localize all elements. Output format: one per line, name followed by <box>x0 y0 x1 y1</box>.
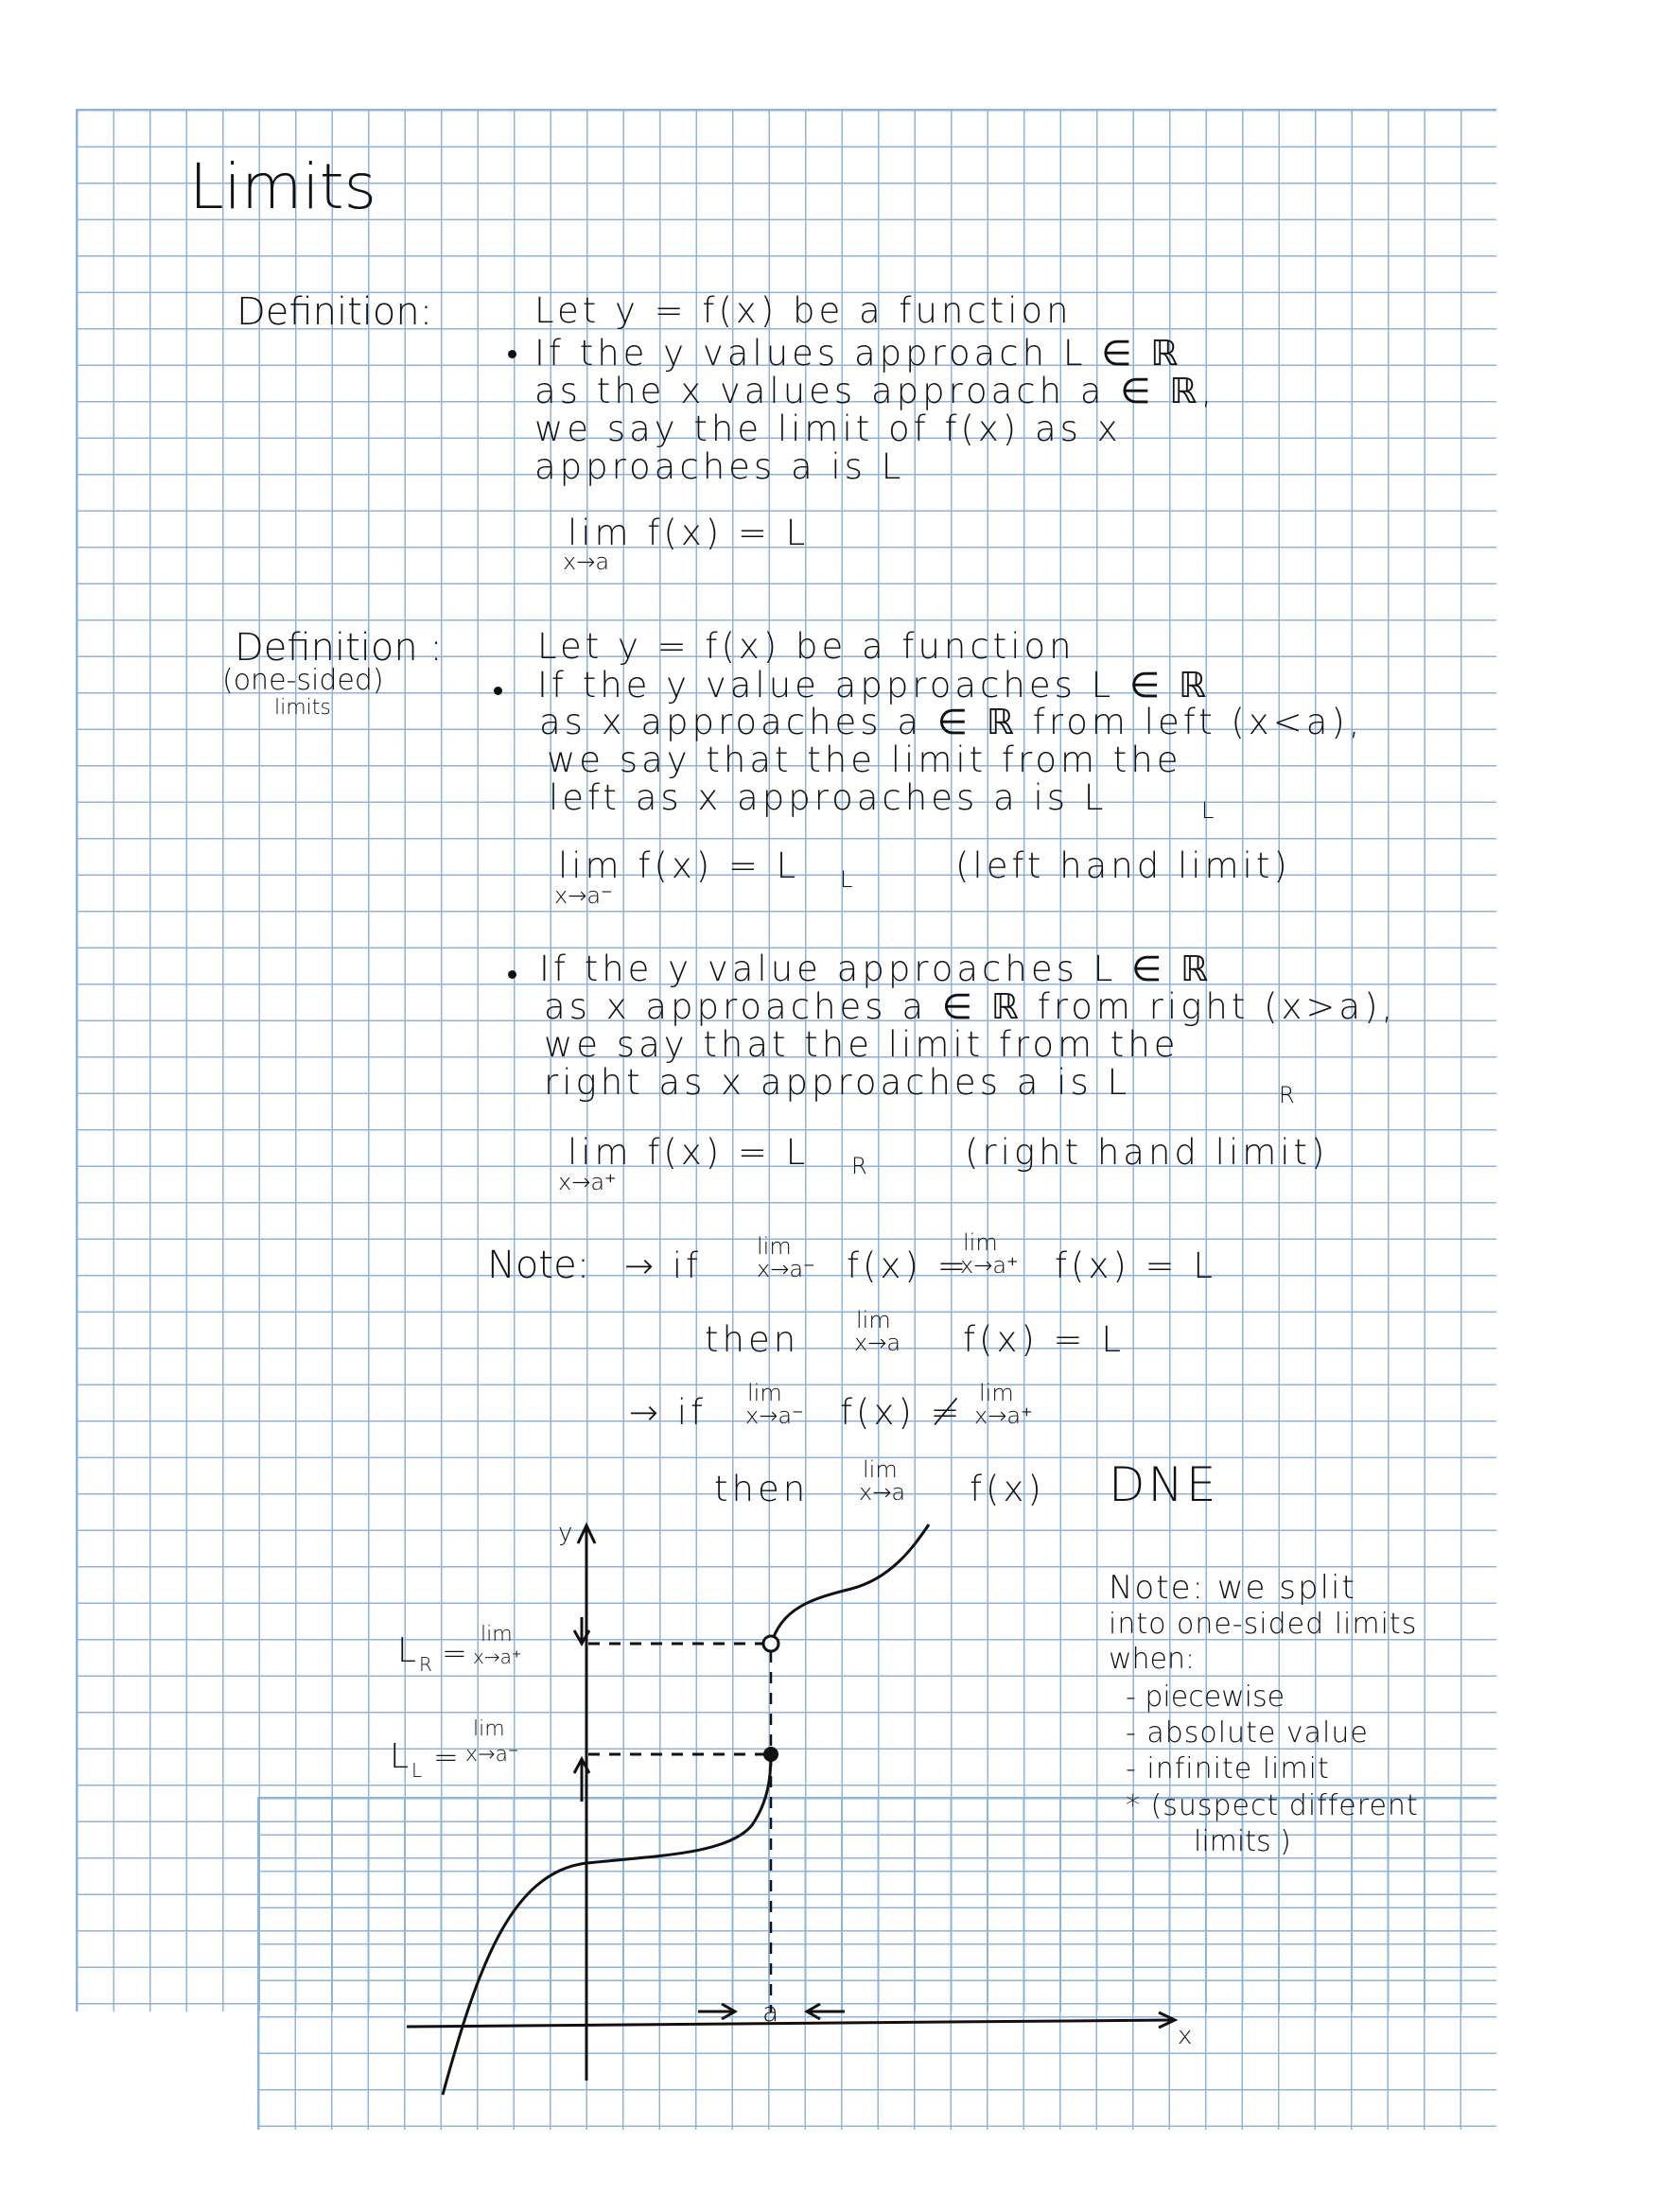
note-item: - infinite limit <box>1126 1752 1330 1785</box>
bullet-icon <box>508 970 516 979</box>
note-line: into one-sided limits <box>1109 1608 1418 1641</box>
ll-subscript: L <box>411 1759 423 1782</box>
open-circle <box>761 1634 780 1653</box>
note-item: limits ) <box>1194 1825 1291 1858</box>
subscript: R <box>1279 1082 1295 1108</box>
note-text: f(x) <box>970 1469 1045 1509</box>
subscript: L <box>840 866 853 893</box>
definition-sublabel: (one-sided) <box>222 664 384 697</box>
lim-text: lim <box>963 1229 998 1256</box>
note-item: - absolute value <box>1126 1716 1369 1750</box>
ll-lim-subscript: x→a⁻ <box>465 1743 519 1767</box>
definition-line: as the x values approach a ∈ ℝ, <box>534 371 1216 411</box>
y-axis-label: y <box>558 1519 573 1547</box>
definition-label: Definition: <box>236 290 433 334</box>
note-text: → if <box>629 1392 708 1433</box>
limit-formula: lim f(x) = L <box>558 845 800 886</box>
note-item: * (suspect different <box>1126 1789 1419 1822</box>
definition-line: we say that the limit from the <box>544 1024 1180 1065</box>
limit-subscript: x→a <box>859 1479 906 1506</box>
right-arrow-head-icon <box>721 2002 739 2021</box>
limit-subscript: x→a <box>563 549 610 575</box>
subscript: L <box>1201 797 1215 824</box>
definition-line: If the y value approaches L ∈ ℝ <box>537 665 1211 705</box>
dne-text: DNE <box>1109 1457 1219 1512</box>
note-text: f(x) = L <box>1055 1245 1216 1286</box>
x-axis-arrow-icon <box>1158 2011 1179 2029</box>
x-axis <box>406 2018 1174 2029</box>
limit-subscript: x→a⁺ <box>960 1252 1019 1279</box>
limit-formula: lim f(x) = L <box>568 1132 810 1173</box>
limit-note: (left hand limit) <box>955 845 1291 886</box>
definition-line: Let y = f(x) be a function <box>534 290 1073 331</box>
definition-line: Let y = f(x) be a function <box>537 626 1075 667</box>
limit-subscript: x→a⁺ <box>974 1402 1033 1429</box>
definition-line: we say that the limit from the <box>547 740 1182 780</box>
definition-label: Definition : <box>235 626 443 670</box>
note-text: f(x) ≠ <box>840 1392 964 1433</box>
grid-paper-upper <box>76 109 1496 2012</box>
limit-note: (right hand limit) <box>965 1132 1329 1173</box>
definition-line: right as x approaches a is L <box>544 1062 1131 1103</box>
note-text: f(x) = <box>847 1245 970 1286</box>
note-line: when: <box>1109 1643 1196 1676</box>
lim-text: lim <box>979 1380 1014 1406</box>
definition-sublabel: limits <box>274 696 331 720</box>
lim-text: lim <box>757 1233 792 1260</box>
note-text: → if <box>624 1245 703 1286</box>
note-title: Note: we split <box>1109 1569 1356 1607</box>
note-item: - piecewise <box>1126 1681 1285 1714</box>
a-label: a <box>762 1996 779 2028</box>
lim-text: lim <box>856 1307 891 1333</box>
lr-lim-subscript: x→a⁺ <box>473 1646 522 1668</box>
y-axis-arrow-icon <box>576 1522 597 1544</box>
page-title: Limits <box>189 150 376 223</box>
curve-left-branch <box>441 1753 773 2096</box>
curve-right-branch <box>769 1524 931 1646</box>
ll-equals: = <box>433 1739 459 1775</box>
subscript: R <box>851 1153 867 1179</box>
limit-formula: lim f(x) = L <box>568 513 810 553</box>
lr-lim: lim <box>481 1623 513 1646</box>
limit-subscript: x→a⁻ <box>745 1402 804 1429</box>
limit-subscript: x→a⁻ <box>554 882 613 909</box>
bullet-icon <box>494 687 502 695</box>
note-text: f(x) = L <box>963 1319 1125 1360</box>
ll-lim: lim <box>473 1717 505 1741</box>
lr-subscript: R <box>419 1653 432 1676</box>
left-arrow-head-icon <box>803 2002 821 2021</box>
grid-paper-lower <box>257 1797 1496 2130</box>
lim-text: lim <box>863 1456 898 1483</box>
definition-line: as x approaches a ∈ ℝ from right (x>a), <box>544 986 1397 1027</box>
definition-line: left as x approaches a is L <box>549 777 1108 818</box>
x-axis-label: x <box>1178 2022 1193 2050</box>
definition-line: If the y values approach L ∈ ℝ <box>534 333 1182 374</box>
lim-text: lim <box>747 1380 782 1406</box>
note-text: then <box>705 1319 800 1360</box>
definition-line: we say the limit of f(x) as x <box>534 409 1122 449</box>
limit-subscript: x→a⁺ <box>558 1169 617 1195</box>
definition-line: approaches a is L <box>534 446 905 487</box>
lr-equals: = <box>442 1635 467 1671</box>
note-text: then <box>714 1469 810 1509</box>
definition-line: as x approaches a ∈ ℝ from left (x<a), <box>539 702 1364 742</box>
down-arrow-head-icon <box>572 1629 591 1647</box>
note-label: Note: <box>487 1244 590 1287</box>
lr-label: L <box>397 1631 417 1670</box>
closed-dot <box>763 1747 778 1762</box>
limit-subscript: x→a <box>854 1330 901 1356</box>
limit-subscript: x→a⁻ <box>757 1256 815 1282</box>
up-arrow-head-icon <box>572 1755 591 1774</box>
bullet-icon <box>508 350 516 358</box>
definition-line: If the y value approaches L ∈ ℝ <box>539 949 1213 989</box>
ll-label: L <box>390 1737 410 1776</box>
